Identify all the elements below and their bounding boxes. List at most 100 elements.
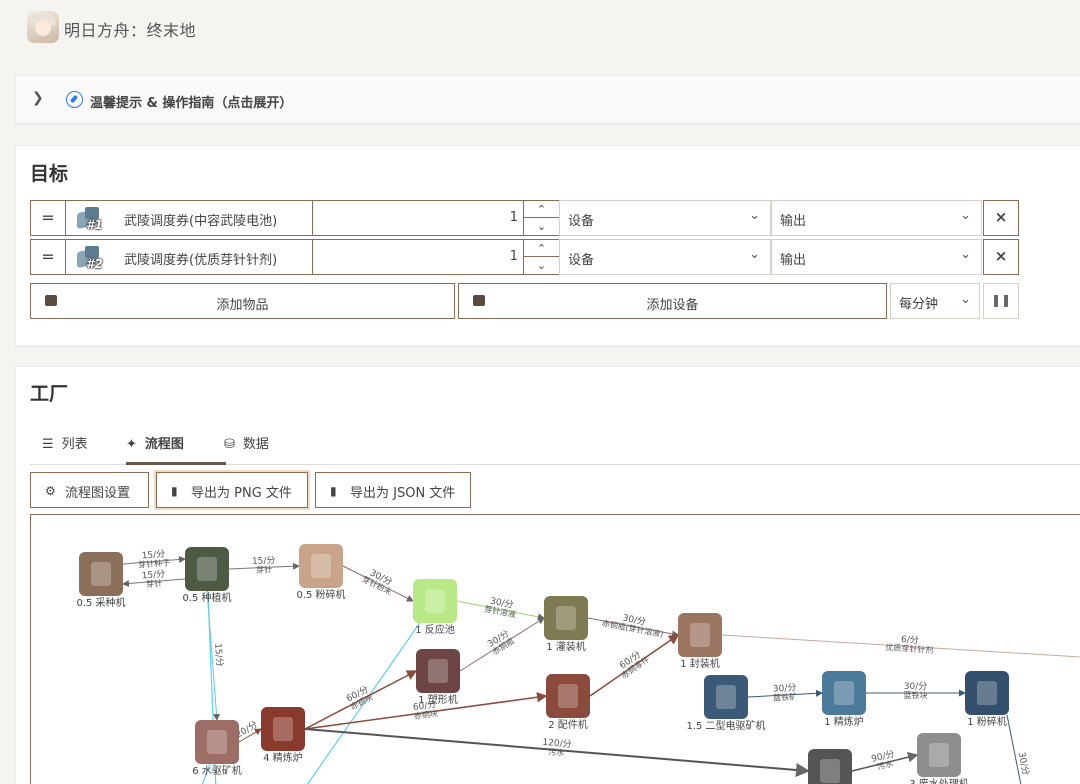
unit-select[interactable]: 设备⌄ [559,239,771,275]
flow-node-icon[interactable] [261,707,305,751]
flow-node[interactable]: 1 封装机 [678,613,722,670]
flow-node-icon[interactable] [195,720,239,764]
flow-edge [122,578,186,588]
target-panel: 目标 = #1 武陵调度券(中容武陵电池) 1 ⌃ ⌄ 设备⌄ 输出⌄ × = … [15,145,1080,346]
target-item-picker[interactable]: #1 武陵调度券(中容武陵电池) [65,200,313,236]
quantity-stepper[interactable]: ⌃ ⌄ [523,239,560,275]
quantity-stepper[interactable]: ⌃ ⌄ [523,200,560,236]
decrement-icon[interactable]: ⌄ [536,259,547,272]
quantity-input[interactable]: 1 [312,239,524,275]
flow-node-label: 1 灌装机 [546,640,586,653]
flow-node[interactable]: 1 精炼炉 [822,671,866,728]
drag-handle-icon[interactable]: = [30,239,66,275]
device-glyph-icon [425,589,445,613]
flow-node[interactable]: 0.5 粉碎机 [296,544,346,601]
tips-label[interactable]: 温馨提示 & 操作指南（点击展开） [90,96,293,111]
device-glyph-icon [929,743,949,767]
flow-node[interactable]: 1 粉碎机 [965,671,1009,728]
flow-node-icon[interactable] [704,675,748,719]
flow-edge-item: 污水 [548,746,565,757]
flow-node-label: 4 精炼炉 [263,751,303,764]
box-icon [45,295,57,306]
quantity-input[interactable]: 1 [312,200,524,236]
flow-edge-rate: 30/分 [489,595,514,610]
mode-select[interactable]: 输出⌄ [771,239,982,275]
export-png-button[interactable]: ▮导出为 PNG 文件 [156,472,308,508]
app-avatar-icon [27,11,59,43]
flow-node-icon[interactable] [299,544,343,588]
flow-node-label: 0.5 种植机 [182,591,231,604]
flow-node-icon[interactable] [546,674,590,718]
device-glyph-icon [207,730,227,754]
chevron-right-icon[interactable]: ❯ [32,90,44,106]
flow-edge-item: 蓝铁块 [904,690,928,700]
flow-node-label: 1 粉碎机 [967,715,1007,728]
flow-node[interactable]: 3 废水处理机 [909,733,969,784]
flow-node[interactable]: 2 配件机 [546,674,590,731]
flow-edge [304,692,548,730]
tab-flowchart[interactable]: ✦流程图 [126,437,184,452]
flow-node-icon[interactable] [808,749,852,784]
add-device-button[interactable]: 添加设备 [458,283,887,319]
flow-edge [206,590,221,721]
flow-node-label: 0.5 粉碎机 [296,588,345,601]
remove-button[interactable]: × [983,239,1019,275]
flow-node-icon[interactable] [79,552,123,596]
flow-node-icon[interactable] [822,671,866,715]
database-icon: ⛁ [224,437,235,452]
flow-edge [589,634,680,697]
target-item-name: 武陵调度券(中容武陵电池) [124,214,278,229]
flow-edge-item: 污水 [876,758,894,772]
flow-node-label: 1 封装机 [680,657,720,670]
tips-panel[interactable]: ❯ 温馨提示 & 操作指南（点击展开） [15,75,1080,124]
flow-edge-rate: 15/分 [141,569,165,582]
flow-node-icon[interactable] [185,547,229,591]
remove-button[interactable]: × [983,200,1019,236]
flow-node-icon[interactable] [544,596,588,640]
pause-button[interactable]: ❚❚ [983,283,1019,319]
flow-node[interactable]: 6 水驱矿机 [192,720,242,777]
tab-list[interactable]: ☰列表 [42,437,88,452]
flow-node-icon[interactable] [917,733,961,777]
increment-icon[interactable]: ⌃ [524,201,559,218]
list-icon: ☰ [42,437,54,452]
drag-handle-icon[interactable]: = [30,200,66,236]
rate-select[interactable]: 每分钟⌄ [890,283,980,319]
flow-node[interactable]: 1 灌装机 [544,596,588,653]
tab-data[interactable]: ⛁数据 [224,437,269,452]
add-item-button[interactable]: 添加物品 [30,283,455,319]
increment-icon[interactable]: ⌃ [524,240,559,257]
flow-node[interactable]: 0.5 采种机 [76,552,126,609]
flow-node[interactable]: 1.5 二型电驱矿机 [686,675,766,732]
view-tabs: ☰列表 ✦流程图 ⛁数据 [30,425,1080,465]
flowchart-settings-button[interactable]: ⚙流程图设置 [30,472,149,508]
file-image-icon: ▮ [171,484,178,498]
flow-node-icon[interactable] [416,649,460,693]
target-item-picker[interactable]: #2 武陵调度券(优质芽针针剂) [65,239,313,275]
mode-select[interactable]: 输出⌄ [771,200,982,236]
flow-node-icon[interactable] [413,579,457,623]
flow-edge-rate: 15/分 [212,643,225,667]
flow-node[interactable]: 1 塑形机 [416,649,460,706]
flow-edge-rate: 30/分 [904,681,928,692]
flow-edge-rate: 120/分 [542,737,572,750]
device-glyph-icon [820,759,840,783]
flow-edge [238,728,262,743]
unit-select[interactable]: 设备⌄ [559,200,771,236]
flow-node-icon[interactable] [965,671,1009,715]
export-json-button[interactable]: ▮导出为 JSON 文件 [315,472,471,508]
flow-edge-item: 蓝铁矿 [773,691,798,702]
flow-node[interactable]: 1 反应池 [413,579,457,636]
flow-edge [587,617,679,638]
flow-node[interactable] [808,749,852,784]
flow-node-icon[interactable] [678,613,722,657]
flow-node[interactable]: 0.5 种植机 [182,547,232,604]
active-tab-indicator [126,462,226,465]
item-badge: #1 [86,218,103,232]
factory-title: 工厂 [30,383,69,405]
flow-node[interactable]: 4 精炼炉 [261,707,305,764]
decrement-icon[interactable]: ⌄ [536,220,547,233]
flow-node-label: 3 废水处理机 [909,777,969,784]
